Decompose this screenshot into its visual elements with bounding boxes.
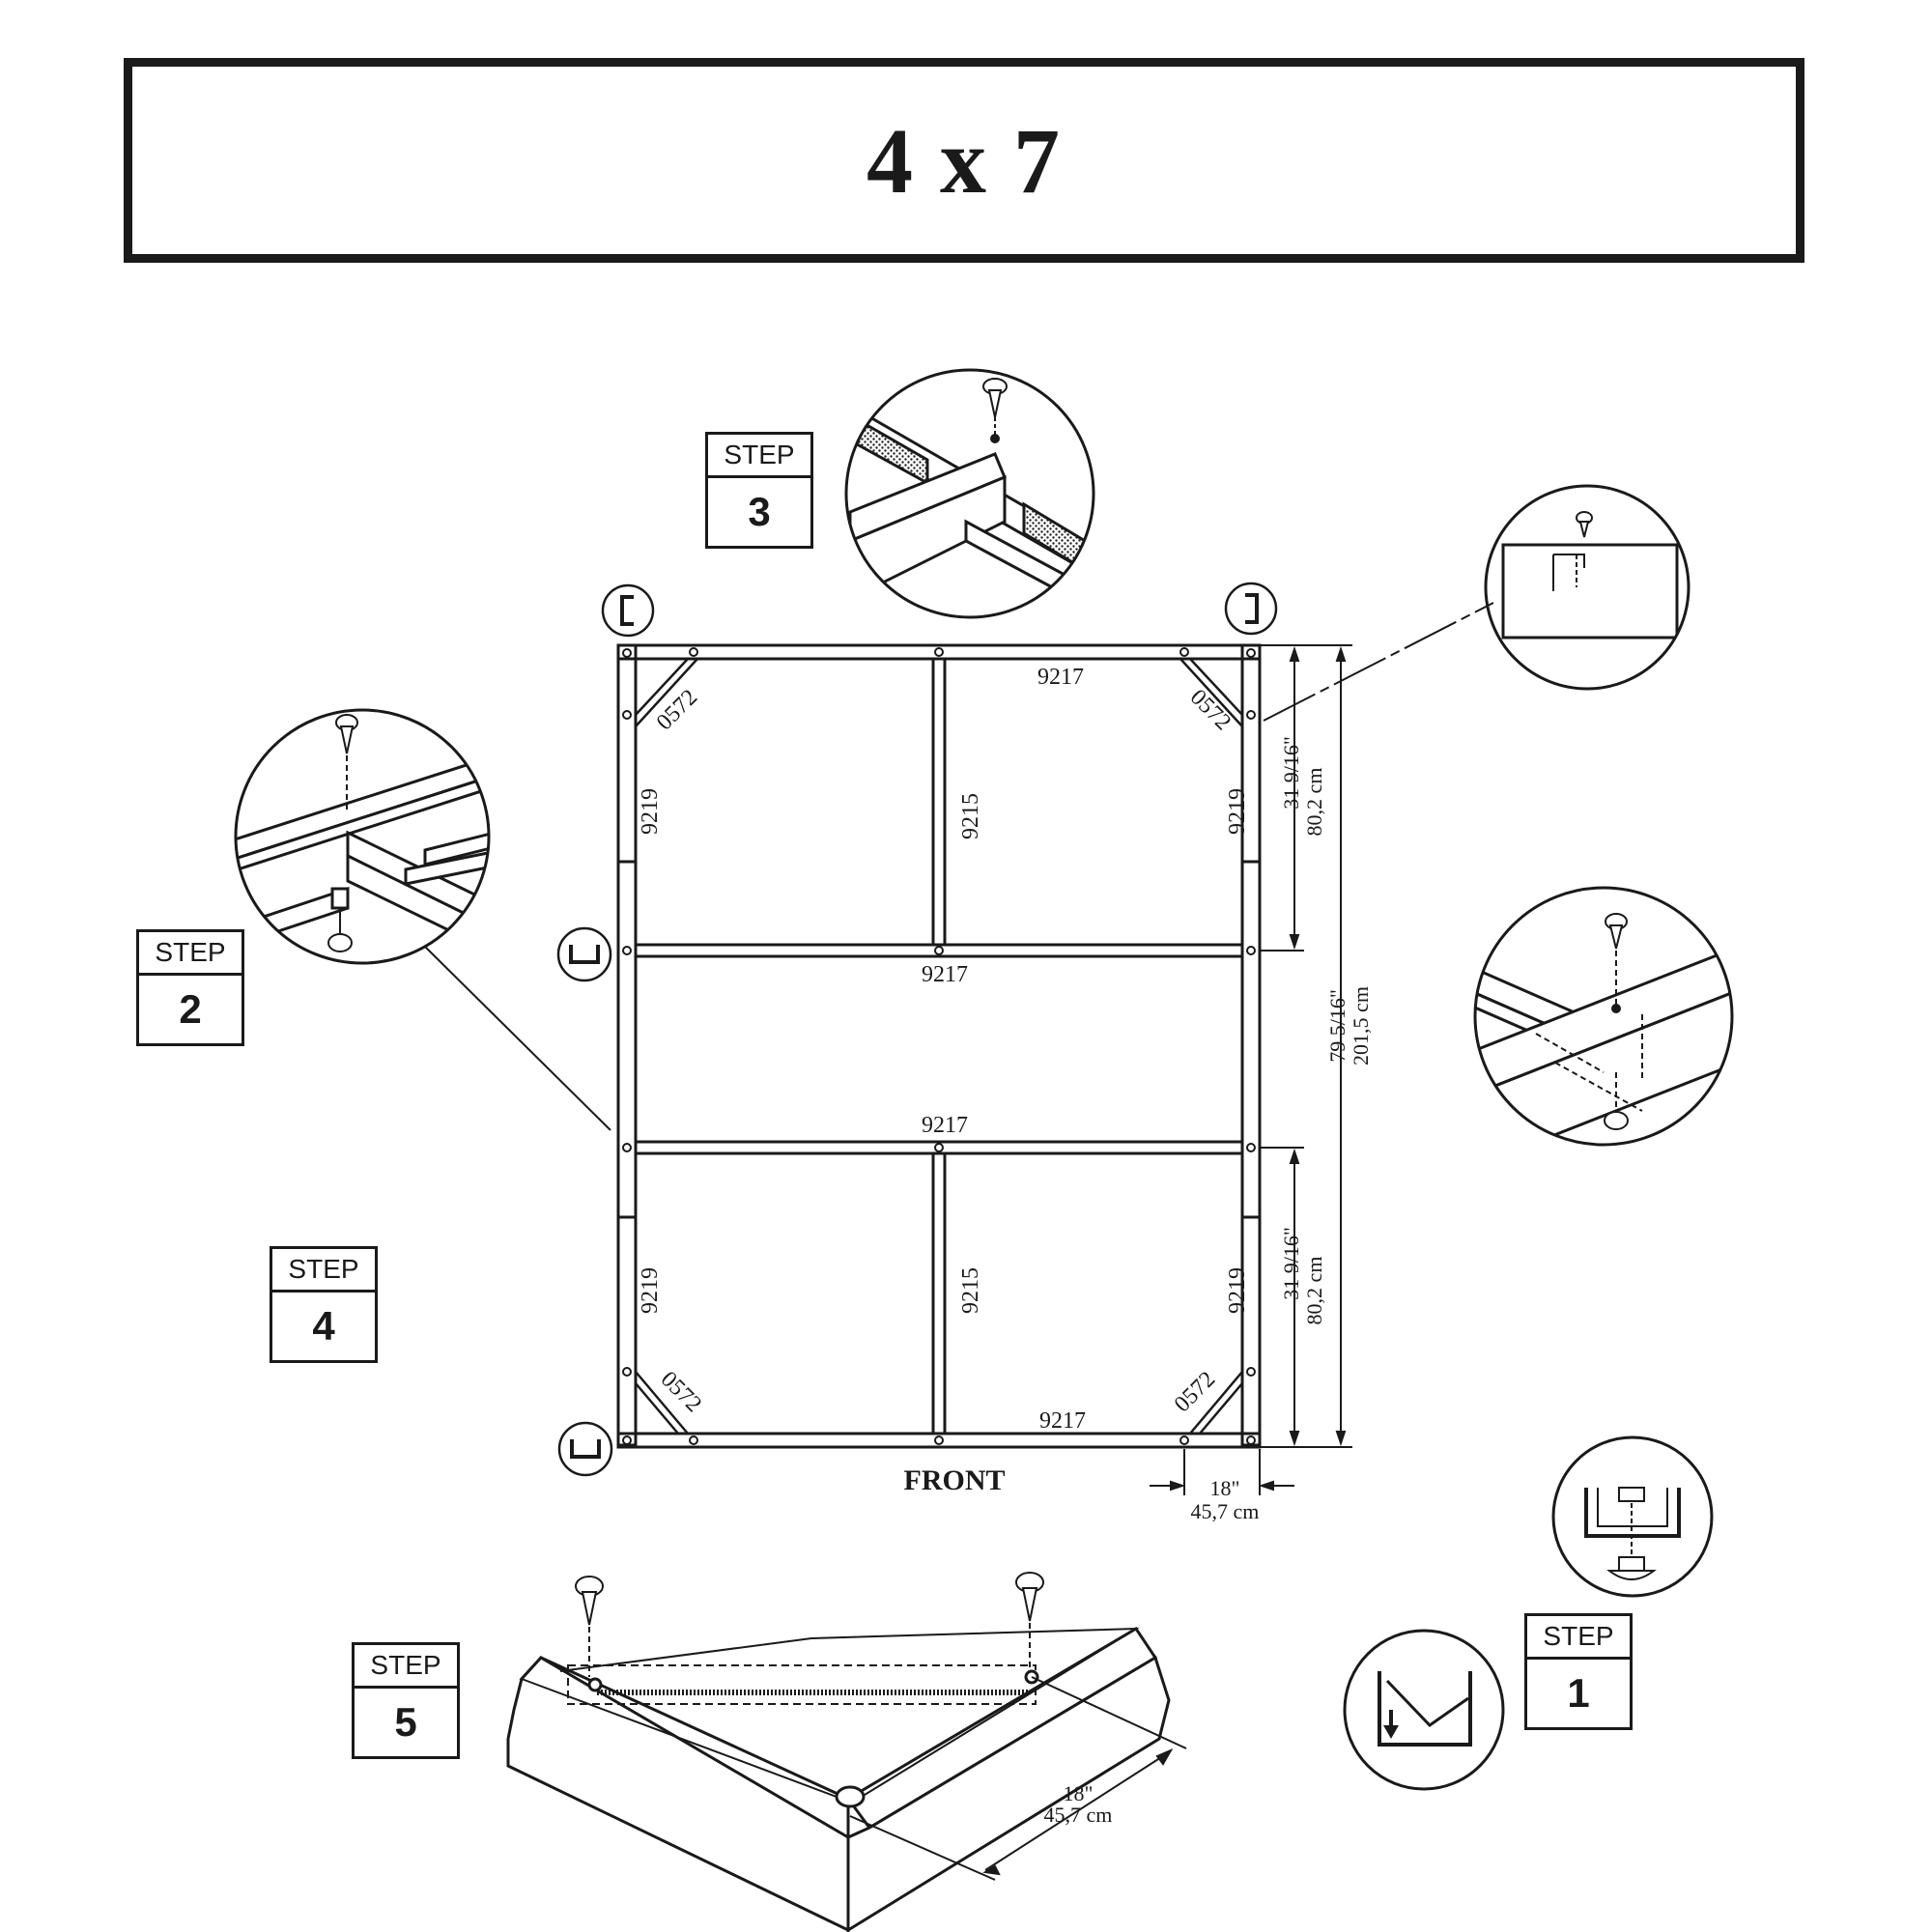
label-right-rail-lower: 9219 [1225, 1267, 1250, 1314]
bracket-symbols [556, 582, 1278, 1477]
detail-top-right-ring [1484, 484, 1690, 691]
corner-braces [635, 658, 1243, 1435]
detail-step2-ring [234, 708, 491, 965]
left-side-rail [616, 643, 638, 1447]
screw-icon [575, 1572, 1044, 1677]
dim-offset-cm: 45,7 cm [1191, 1499, 1260, 1523]
detail-mid-right [1475, 944, 1732, 1145]
frame-screws [622, 647, 1256, 1445]
dimension-lines [1150, 644, 1352, 1495]
dim-total-in: 79 5/16" [1325, 989, 1350, 1063]
step-5-label: STEP [355, 1645, 457, 1689]
step-4-label: STEP [272, 1249, 375, 1293]
label-center-rail-lower: 9215 [958, 1267, 983, 1314]
step-3-label: STEP [708, 435, 810, 478]
title-box: 4 x 7 [124, 58, 1804, 263]
screw-icon [982, 378, 1008, 443]
detail-mid-right-ring [1473, 886, 1734, 1147]
bracket-detail-upper [1551, 1435, 1714, 1598]
detail-step3-ring [844, 368, 1095, 619]
label-left-rail-lower: 9219 [638, 1267, 663, 1314]
screw-icon [1576, 511, 1593, 538]
dim-upper-cm: 80,2 cm [1302, 768, 1326, 837]
step-4-number: 4 [312, 1303, 335, 1349]
label-brace-tr: 0572 [1185, 685, 1236, 735]
label-top-rail: 9217 [1037, 665, 1084, 690]
label-center-rail-upper: 9215 [958, 793, 983, 839]
step-5-number: 5 [394, 1699, 417, 1745]
leader-step2 [424, 946, 611, 1131]
detail-top-right [1501, 543, 1679, 639]
dim-lower-in: 31 9/16" [1279, 1227, 1303, 1300]
detail-step5 [506, 1626, 1171, 1932]
dim-total-cm: 201,5 cm [1349, 986, 1373, 1065]
center-rail-lower [931, 1151, 947, 1435]
label-cross-rail-upper: 9217 [922, 962, 968, 987]
label-brace-bl: 0572 [656, 1367, 706, 1417]
step-1-box: STEP 1 [1524, 1613, 1633, 1730]
step-2-number: 2 [179, 986, 202, 1032]
step5-dimension [849, 1676, 1187, 1881]
leader-top-right [1263, 602, 1494, 722]
label-brace-tl: 0572 [652, 685, 702, 735]
label-bottom-rail: 9217 [1039, 1408, 1086, 1434]
step-4-box: STEP 4 [270, 1246, 378, 1363]
label-brace-br: 0572 [1170, 1367, 1220, 1417]
step-2-box: STEP 2 [136, 929, 244, 1046]
bracket-icon-top-right [1224, 582, 1278, 636]
step-2-label: STEP [139, 932, 242, 976]
screw-icon [1604, 913, 1629, 1130]
detail-step3 [848, 403, 1094, 611]
frame-plan [616, 643, 1262, 1449]
label-cross-rail-lower: 9217 [922, 1113, 968, 1138]
center-rail-upper [931, 657, 947, 947]
bracket-icon-bottom-left [557, 1421, 613, 1477]
dim-upper-in: 31 9/16" [1279, 736, 1303, 810]
screw-icon [327, 714, 358, 952]
step-1-label: STEP [1527, 1616, 1630, 1660]
step-3-box: STEP 3 [705, 432, 813, 549]
step5-dim-in: 18" [1064, 1781, 1094, 1805]
step-3-number: 3 [748, 489, 771, 534]
front-label: FRONT [904, 1464, 1006, 1496]
bracket-icon-top-left [601, 583, 655, 638]
detail-step2 [236, 751, 489, 959]
dimension-labels: 31 9/16" 80,2 cm 31 9/16" 80,2 cm 79 5/1… [1191, 736, 1373, 1523]
step5-dimension-labels: 18" 45,7 cm [1044, 1781, 1113, 1827]
dim-lower-cm: 80,2 cm [1302, 1257, 1326, 1325]
bracket-icon-mid-left [556, 926, 612, 982]
step-1-number: 1 [1567, 1670, 1590, 1716]
label-right-rail-upper: 9219 [1225, 788, 1250, 835]
step5-dim-cm: 45,7 cm [1044, 1803, 1113, 1827]
dim-offset-in: 18" [1210, 1476, 1240, 1500]
label-left-rail-upper: 9219 [638, 788, 663, 835]
title: 4 x 7 [867, 108, 1062, 213]
step-5-box: STEP 5 [352, 1642, 460, 1759]
right-side-rail [1240, 643, 1262, 1447]
bracket-detail-lower [1343, 1629, 1505, 1791]
